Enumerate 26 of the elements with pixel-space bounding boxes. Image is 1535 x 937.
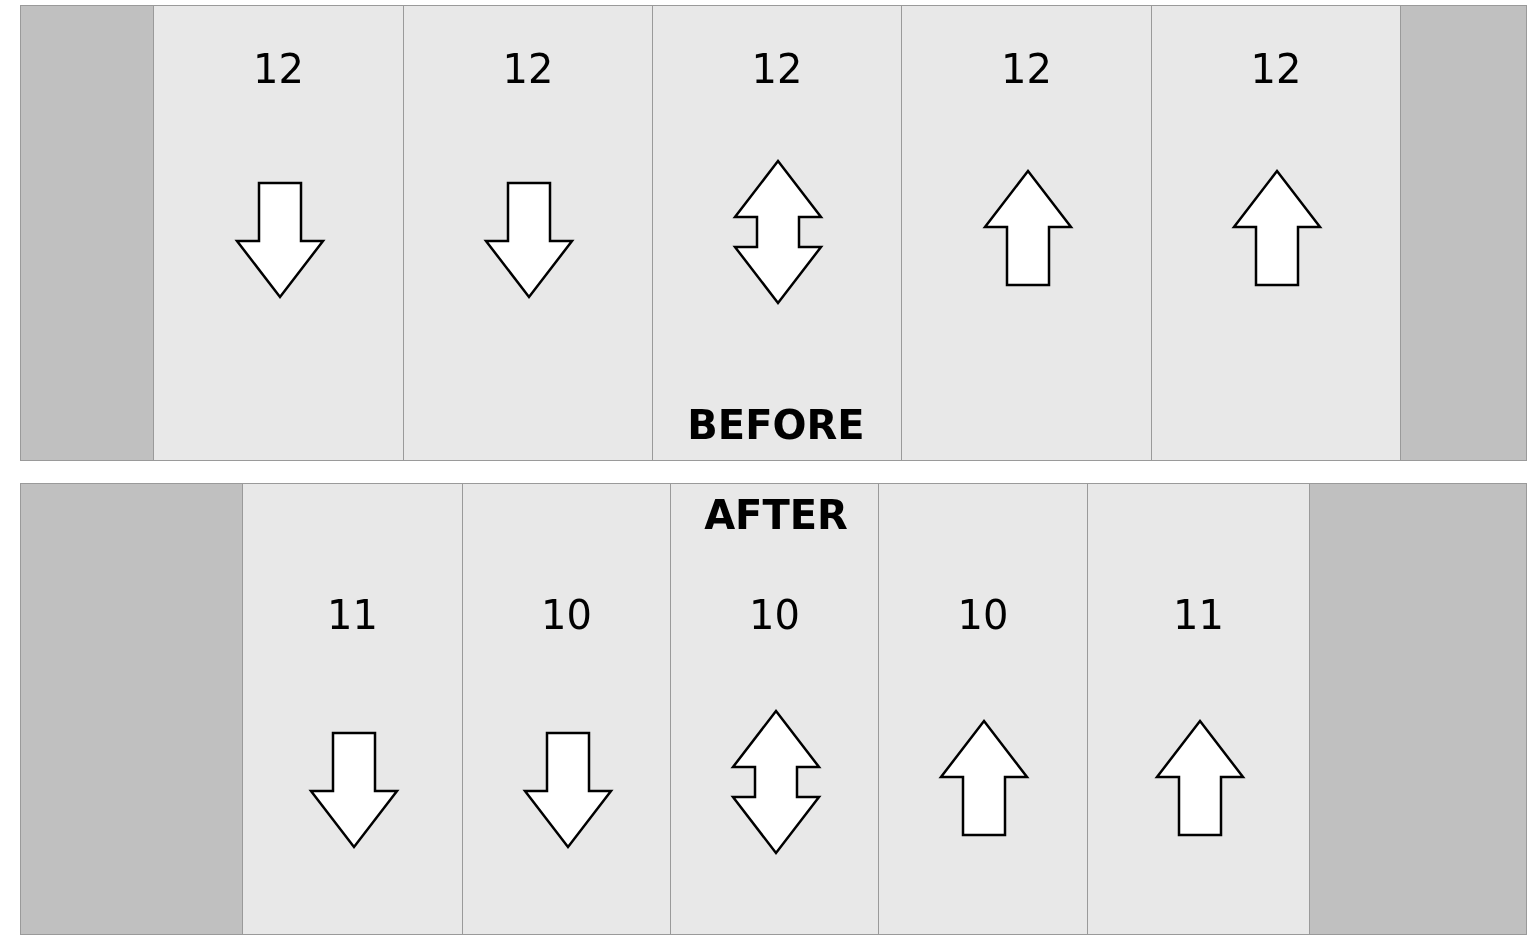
lane-count: 12 (751, 46, 803, 92)
traffic-lane (878, 483, 1088, 935)
lane-count: 10 (749, 592, 800, 638)
traffic-lane (670, 483, 879, 935)
panel-heading: BEFORE (687, 402, 865, 448)
lane-count: 10 (541, 592, 592, 638)
lane-count: 12 (502, 46, 554, 92)
lane-count: 10 (957, 592, 1009, 638)
lane-count: 11 (327, 592, 378, 638)
traffic-lane (901, 5, 1152, 461)
road-shoulder (20, 483, 243, 935)
lane-count: 12 (1250, 46, 1302, 92)
lane-count: 11 (1173, 592, 1224, 638)
road-shoulder (1400, 5, 1527, 461)
traffic-lane (153, 5, 404, 461)
lane-count: 12 (1001, 46, 1052, 92)
panel-heading: AFTER (704, 492, 848, 538)
lane-count: 12 (253, 46, 304, 92)
traffic-lane (242, 483, 463, 935)
road-shoulder (1309, 483, 1527, 935)
traffic-lane (403, 5, 653, 461)
traffic-lane (1087, 483, 1310, 935)
road-shoulder (20, 5, 154, 461)
traffic-lane (462, 483, 671, 935)
traffic-lane (1151, 5, 1401, 461)
traffic-lane (652, 5, 902, 461)
